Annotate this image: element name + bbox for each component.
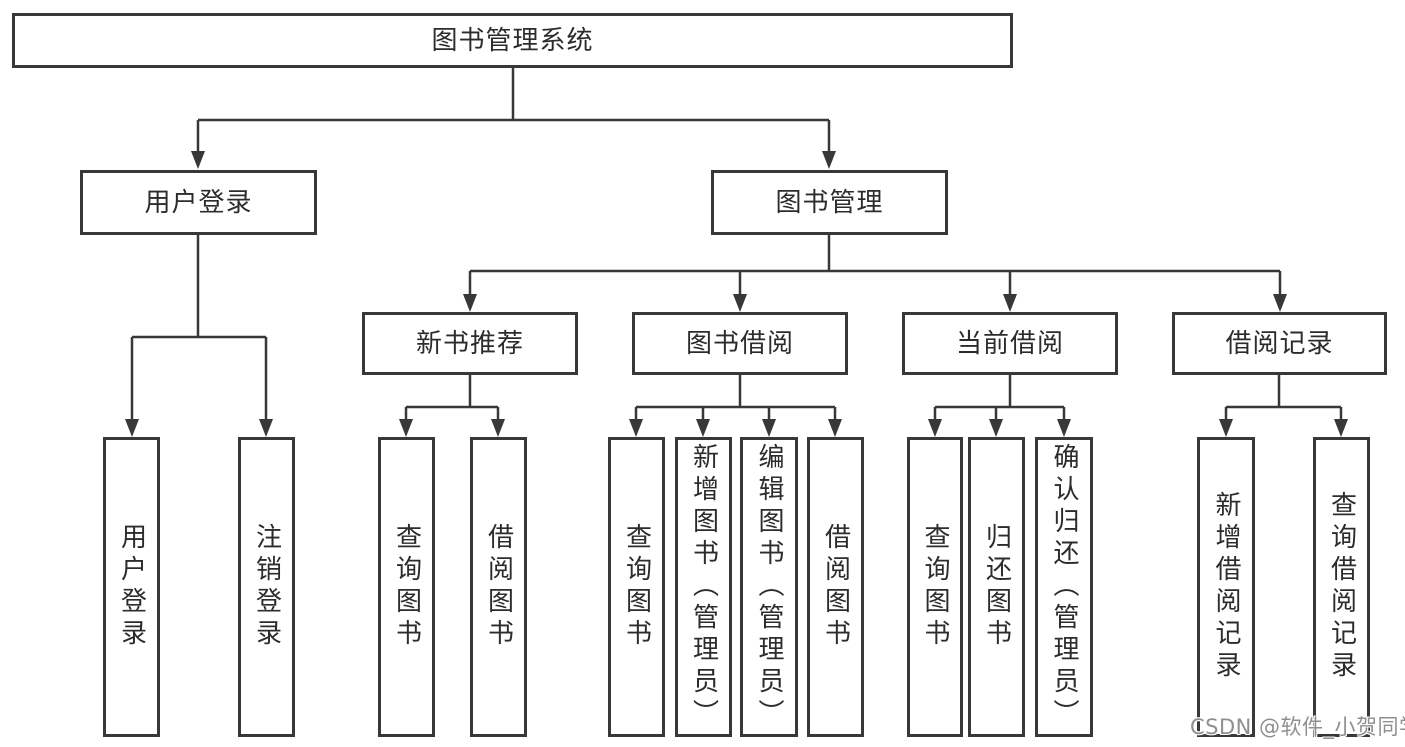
- edge-borrow-records-to-leaves: [1224, 375, 1343, 420]
- node-current-borrowing: 当前借阅: [902, 312, 1118, 375]
- node-label: 注销登录: [251, 523, 282, 651]
- arrowhead-icon: [1334, 419, 1348, 437]
- node-label: 查询图书: [621, 523, 652, 651]
- node-label: 用户登录: [116, 523, 147, 651]
- node-new-book-recommend: 新书推荐: [362, 312, 578, 375]
- node-label: 借阅记录: [1225, 328, 1334, 359]
- arrowhead-icon: [822, 151, 836, 169]
- node-leaf-return-book: 归还图书: [968, 437, 1025, 737]
- edge-new-book-recommend-to-leaves: [404, 375, 500, 420]
- node-label: 图书管理: [775, 187, 884, 218]
- arrowhead-icon: [191, 151, 205, 169]
- node-label: 新增借阅记录: [1211, 491, 1241, 683]
- node-label: 编辑图书（管理员）: [754, 443, 784, 731]
- arrowhead-icon: [762, 419, 776, 437]
- node-label: 图书管理系统: [431, 25, 594, 56]
- watermark: CSDN @软件_小贺同学: [1190, 715, 1405, 739]
- arrowhead-icon: [928, 419, 942, 437]
- arrowhead-icon: [491, 419, 505, 437]
- node-leaf-user-login: 用户登录: [103, 437, 160, 737]
- arrowhead-icons: [125, 151, 1348, 437]
- arrowhead-icon: [1003, 294, 1017, 312]
- node-label: 归还图书: [981, 523, 1012, 651]
- arrowhead-icon: [125, 419, 139, 437]
- node-book-borrowing: 图书借阅: [632, 312, 848, 375]
- node-label: 查询图书: [920, 523, 950, 651]
- node-book-management: 图书管理: [711, 170, 948, 235]
- node-leaf-edit-book-admin: 编辑图书（管理员）: [740, 437, 798, 737]
- edge-book-borrowing-to-leaves: [634, 375, 837, 420]
- arrowhead-icon: [1057, 419, 1071, 437]
- node-leaf-add-borrow-record: 新增借阅记录: [1197, 437, 1255, 737]
- arrowhead-icon: [1273, 294, 1287, 312]
- edge-book-management-to-sections: [468, 235, 1282, 294]
- node-label: 用户登录: [144, 187, 253, 218]
- node-label: 图书借阅: [685, 328, 794, 359]
- edge-current-borrowing-to-leaves: [933, 375, 1066, 420]
- node-leaf-borrow-books-1: 借阅图书: [470, 437, 527, 737]
- node-leaf-logout: 注销登录: [238, 437, 295, 737]
- node-leaf-query-books-3: 查询图书: [907, 437, 963, 737]
- edge-user-login-to-leaves: [130, 235, 268, 419]
- arrowhead-icon: [1219, 419, 1233, 437]
- node-borrow-records: 借阅记录: [1172, 312, 1387, 375]
- arrowhead-icon: [463, 294, 477, 312]
- node-leaf-borrow-books-2: 借阅图书: [807, 437, 864, 737]
- node-leaf-query-borrow-record: 查询借阅记录: [1313, 437, 1370, 737]
- arrowhead-icon: [629, 419, 643, 437]
- arrowhead-icon: [399, 419, 413, 437]
- node-label: 确认归还（管理员）: [1049, 443, 1079, 731]
- arrowhead-icon: [828, 419, 842, 437]
- node-label: 新书推荐: [415, 328, 524, 359]
- arrowhead-icon: [989, 419, 1003, 437]
- node-root-library-system: 图书管理系统: [12, 13, 1013, 68]
- node-label: 查询图书: [391, 523, 422, 651]
- node-label: 借阅图书: [820, 523, 851, 651]
- node-label: 当前借阅: [955, 328, 1064, 359]
- arrowhead-icon: [696, 419, 710, 437]
- node-leaf-add-book-admin: 新增图书（管理员）: [675, 437, 732, 737]
- arrowhead-icon: [259, 419, 273, 437]
- node-leaf-query-books-1: 查询图书: [378, 437, 435, 737]
- node-leaf-confirm-return-admin: 确认归还（管理员）: [1035, 437, 1093, 737]
- edge-root-to-level2: [196, 68, 831, 151]
- node-label: 查询借阅记录: [1326, 491, 1357, 683]
- node-label: 借阅图书: [483, 523, 514, 651]
- node-label: 新增图书（管理员）: [688, 443, 719, 731]
- arrowhead-icon: [733, 294, 747, 312]
- node-leaf-query-books-2: 查询图书: [608, 437, 665, 737]
- node-user-login: 用户登录: [80, 170, 317, 235]
